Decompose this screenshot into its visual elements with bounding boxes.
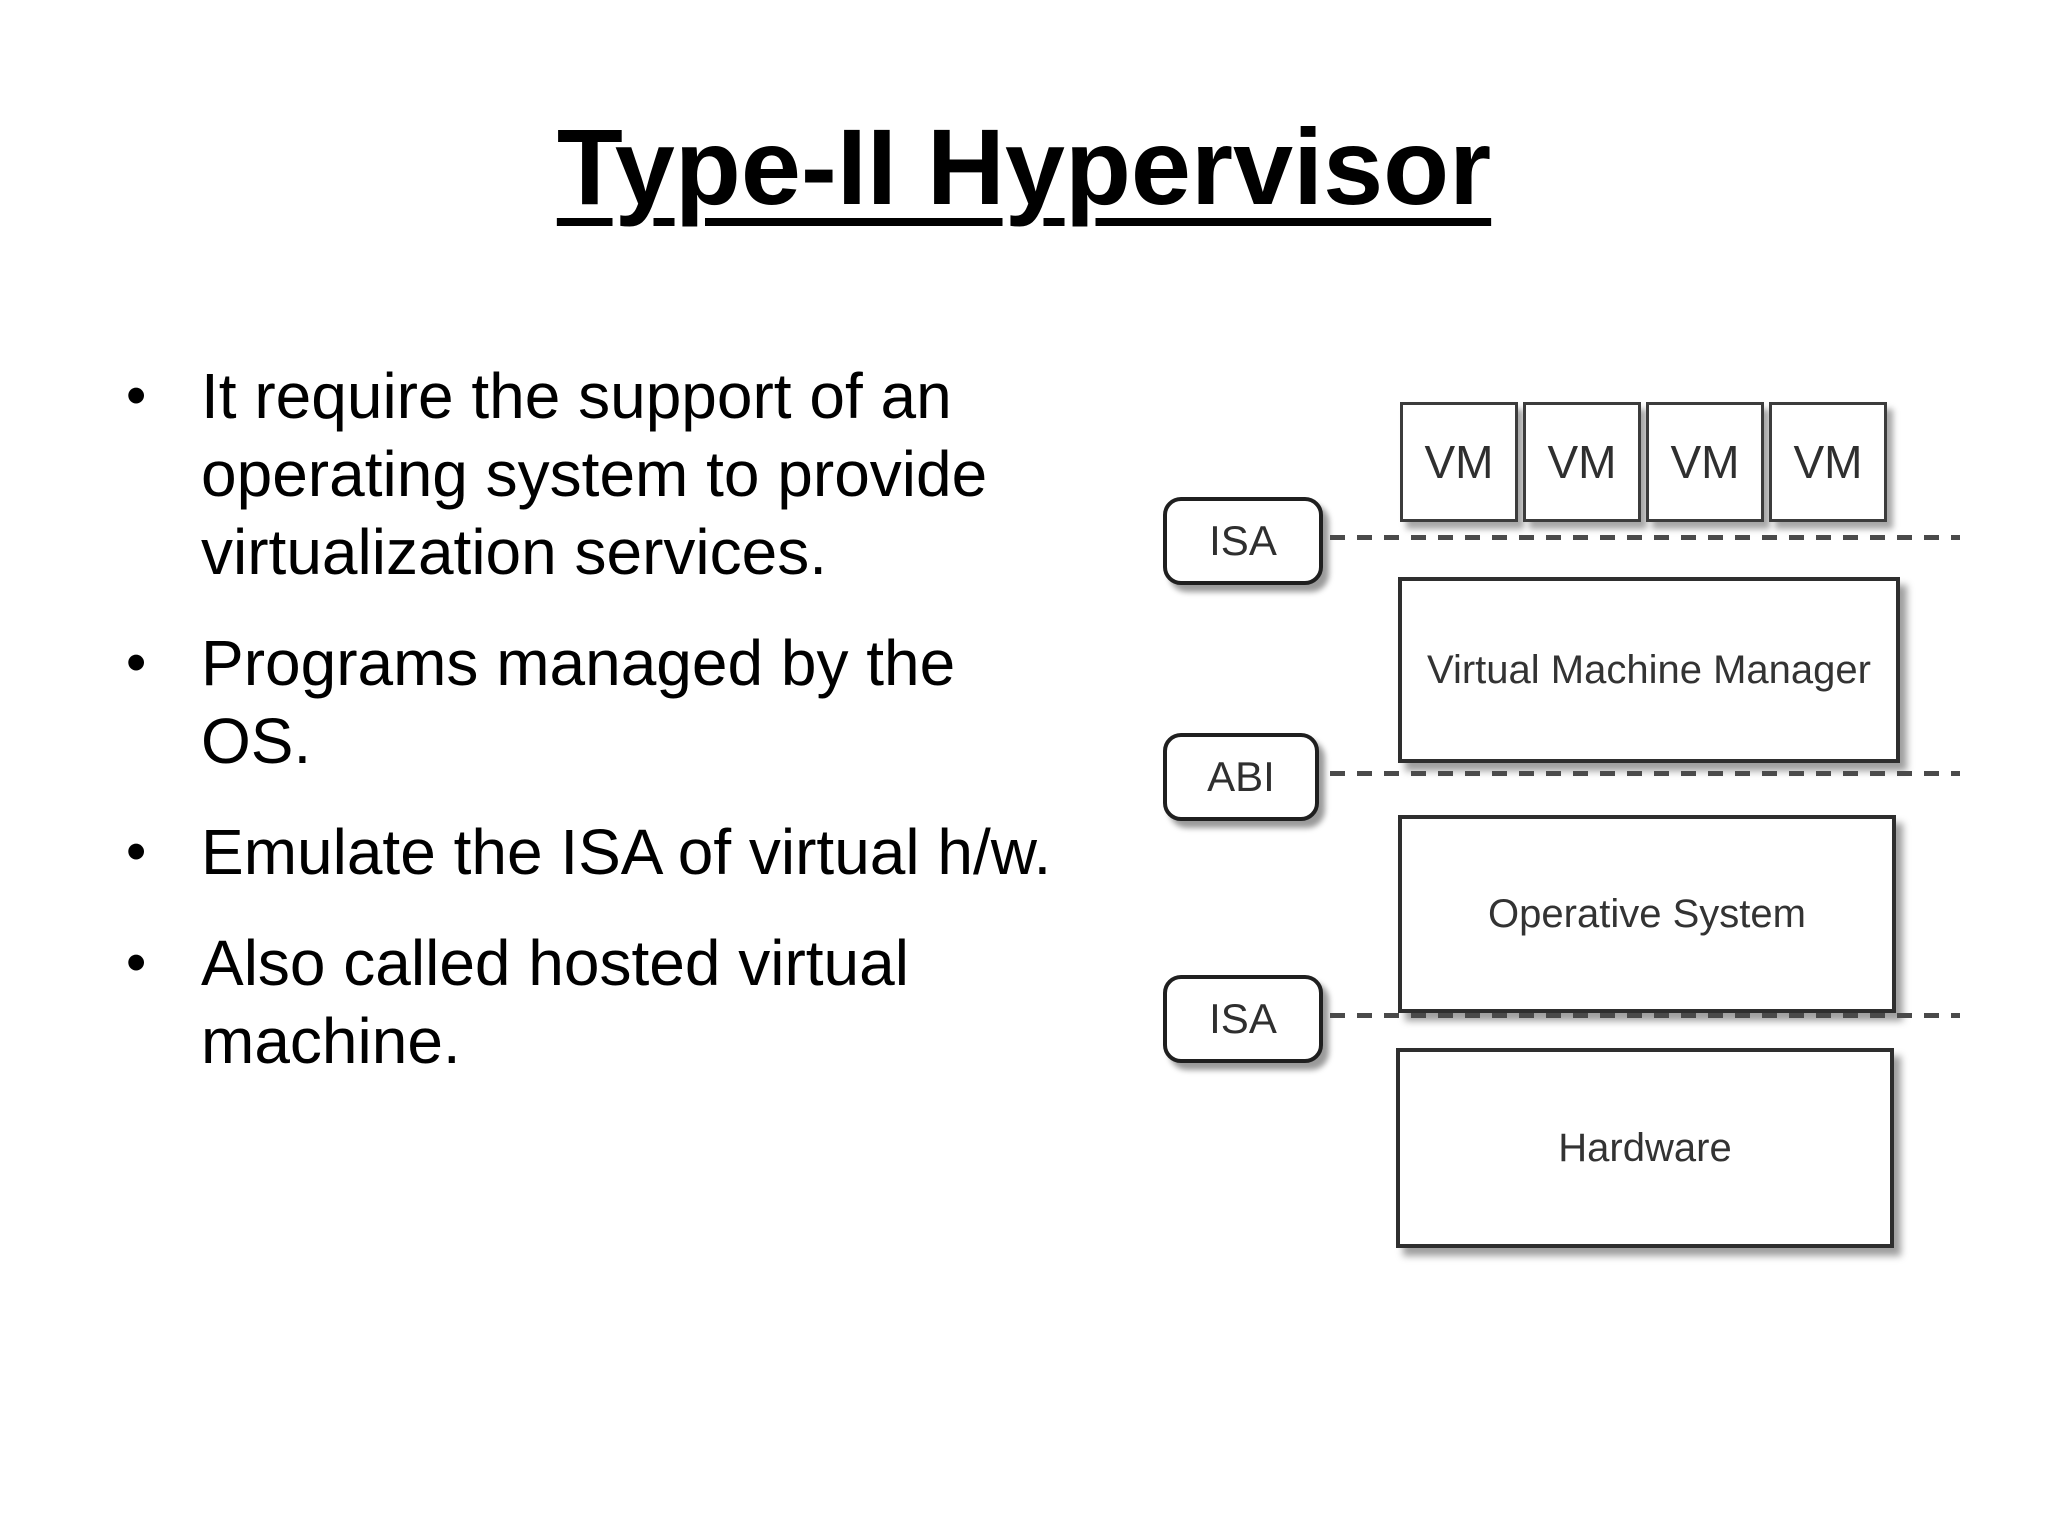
- bullet-marker: •: [126, 363, 147, 428]
- layer-box-hardware: Hardware: [1396, 1048, 1894, 1248]
- bullet-text-hosted-vm: Also called hosted virtual machine.: [201, 927, 909, 1077]
- bullet-marker: •: [126, 819, 147, 884]
- bullet-text-emulate-isa: Emulate the ISA of virtual h/w.: [201, 816, 1052, 888]
- dashed-separator: [1330, 771, 1960, 776]
- bullet-list: • It require the support of an operating…: [120, 357, 1180, 1113]
- isa-interface-label-top: ISA: [1163, 497, 1323, 585]
- vm-box: VM: [1769, 402, 1887, 522]
- layer-box-operative-system: Operative System: [1398, 815, 1896, 1013]
- bullet-marker: •: [126, 930, 147, 995]
- vm-box: VM: [1523, 402, 1641, 522]
- vm-box: VM: [1646, 402, 1764, 522]
- bullet-text-support-os: It require the support of an operating s…: [201, 360, 988, 588]
- isa-interface-label-bottom: ISA: [1163, 975, 1323, 1063]
- vm-box: VM: [1400, 402, 1518, 522]
- bullet-item: • Programs managed by the OS.: [120, 624, 1180, 780]
- bullet-item: • Emulate the ISA of virtual h/w.: [120, 813, 1180, 891]
- dashed-separator: [1330, 535, 1960, 540]
- abi-interface-label: ABI: [1163, 733, 1319, 821]
- bullet-text-programs-managed: Programs managed by the OS.: [201, 627, 956, 777]
- layer-box-virtual-machine-manager: Virtual Machine Manager: [1398, 577, 1900, 763]
- dashed-separator: [1330, 1013, 1960, 1018]
- bullet-item: • It require the support of an operating…: [120, 357, 1180, 591]
- bullet-marker: •: [126, 630, 147, 695]
- bullet-item: • Also called hosted virtual machine.: [120, 924, 1180, 1080]
- page-title: Type-II Hypervisor: [556, 106, 1492, 227]
